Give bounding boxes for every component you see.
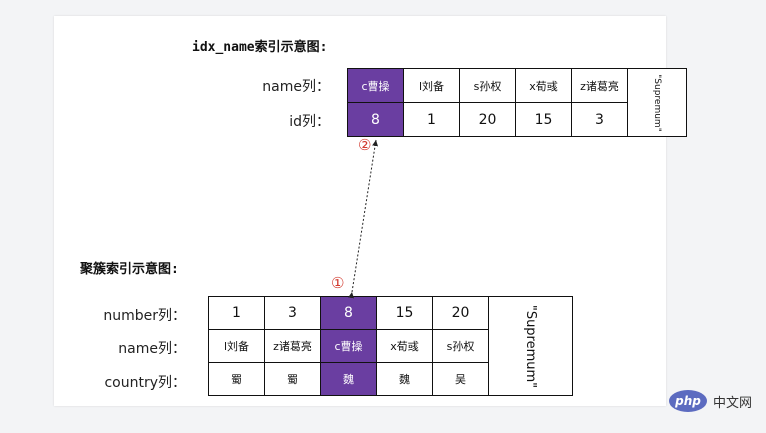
top-name-row-label: name列： (262, 79, 330, 95)
watermark-text: 中文网 (713, 395, 753, 411)
idx-name-title: idx_name索引示意图: (192, 40, 328, 55)
top-id-cell: 15 (515, 102, 572, 137)
bottom-name-row-label: name列： (118, 341, 186, 357)
bottom-name-cell: c曹操 (320, 329, 377, 363)
top-supremum-cell: "Supremum" (627, 68, 687, 137)
top-id-cell: 3 (571, 102, 628, 137)
bottom-country-cell: 魏 (376, 362, 433, 396)
bottom-name-cell: z诸葛亮 (264, 329, 321, 363)
top-id-cell: 8 (347, 102, 404, 137)
bottom-country-row-label: country列： (104, 375, 186, 391)
top-name-cell: l刘备 (403, 68, 460, 103)
top-id-row: 8 1 20 15 3 (347, 102, 687, 137)
idx-name-table: c曹操 l刘备 s孙权 x荀彧 z诸葛亮 "Supremum" 8 1 20 1… (347, 68, 687, 137)
bottom-country-cell: 蜀 (264, 362, 321, 396)
top-id-row-label: id列： (289, 114, 330, 130)
connector-line (348, 139, 379, 299)
bottom-number-cell: 1 (208, 296, 265, 330)
bottom-number-row-label: number列： (103, 308, 186, 324)
bottom-supremum-cell: "Supremum" (487, 296, 574, 396)
php-logo: php (669, 390, 707, 412)
bottom-number-row: 1 3 8 15 20 "Supremum" (208, 296, 574, 396)
top-id-cell: 20 (459, 102, 516, 137)
watermark: php 中文网 (669, 390, 752, 412)
bottom-country-cell: 魏 (320, 362, 377, 396)
clustered-index-title: 聚簇索引示意图: (80, 262, 179, 277)
top-name-cell: z诸葛亮 (571, 68, 628, 103)
top-name-cell: c曹操 (347, 68, 404, 103)
top-id-cell: 1 (403, 102, 460, 137)
clustered-index-table: 1 3 8 15 20 "Supremum" l刘备 z诸葛亮 c曹操 x荀彧 … (208, 296, 574, 396)
bottom-number-cell: 3 (264, 296, 321, 330)
top-name-cell: s孙权 (459, 68, 516, 103)
top-name-row: c曹操 l刘备 s孙权 x荀彧 z诸葛亮 "Supremum" (347, 68, 687, 137)
bottom-name-row: l刘备 z诸葛亮 c曹操 x荀彧 s孙权 (208, 329, 573, 363)
bottom-number-cell: 8 (320, 296, 377, 330)
bottom-country-cell: 蜀 (208, 362, 265, 396)
bottom-country-cell: 吴 (432, 362, 489, 396)
bottom-country-row: 蜀 蜀 魏 魏 吴 (208, 362, 573, 396)
marker-one: ① (331, 274, 345, 292)
